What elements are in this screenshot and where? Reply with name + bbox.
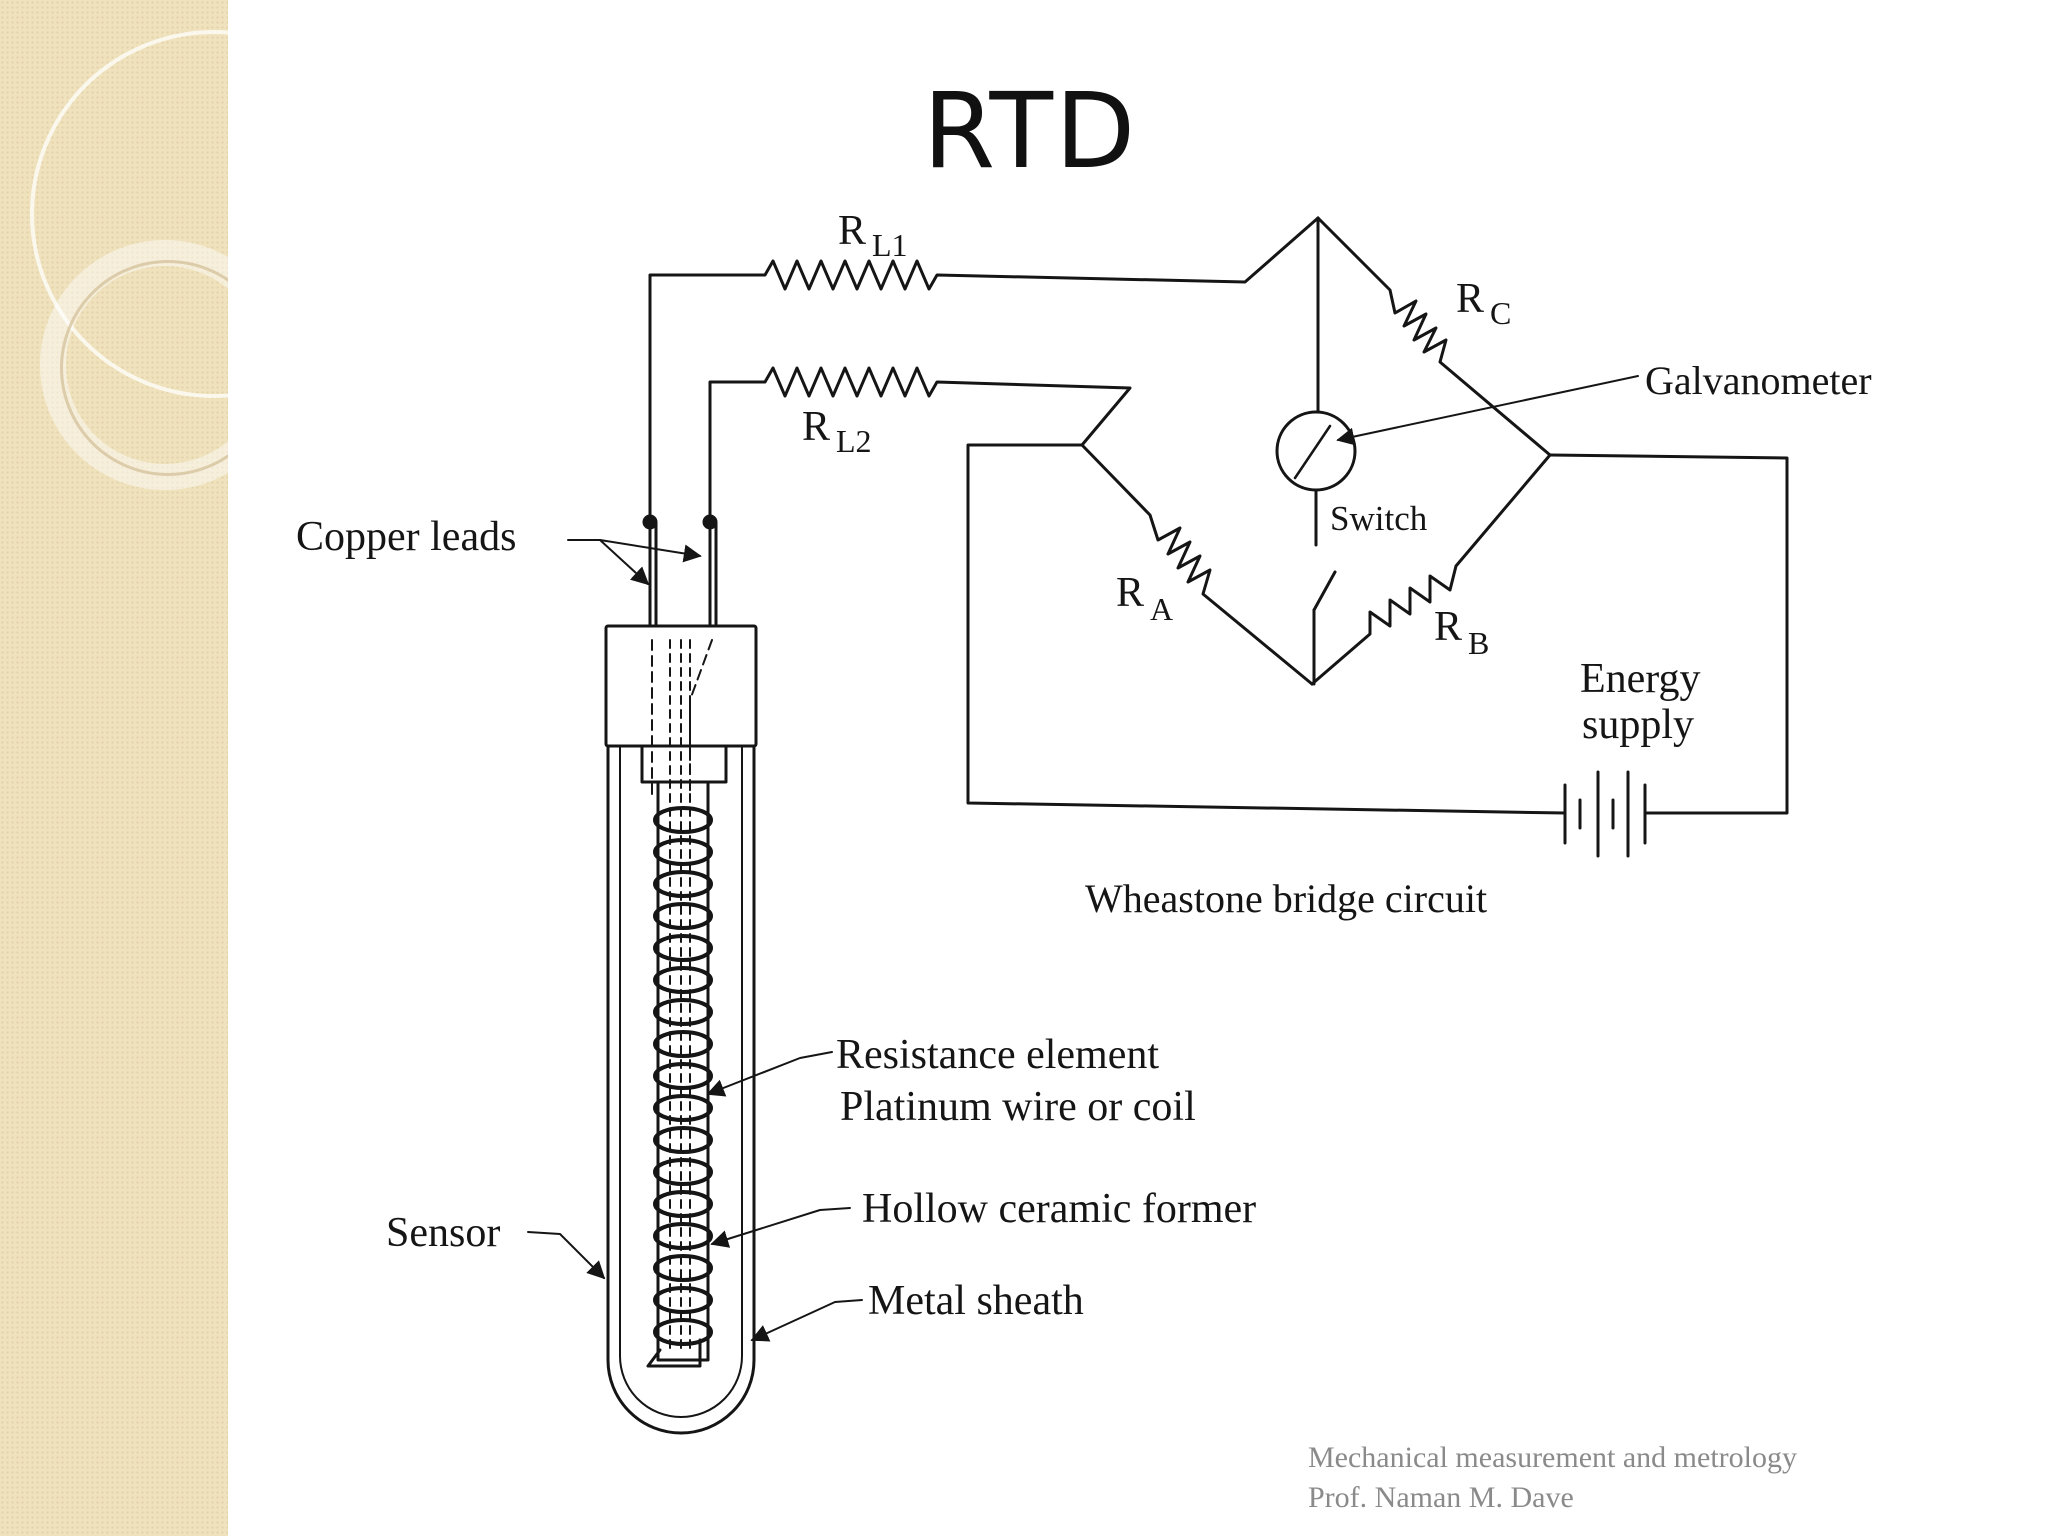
leader-resistance: [706, 1051, 833, 1097]
lead-wire-1: [648, 216, 1320, 524]
leader-former: [710, 1207, 851, 1248]
resistor-rb: [1310, 453, 1552, 686]
label-rb-subscript: B: [1468, 625, 1489, 661]
label-rc-subscript: C: [1490, 295, 1511, 331]
label-resistance-element: Resistance element: [836, 1032, 1159, 1078]
resistance-coil: [653, 806, 713, 1346]
label-switch: Switch: [1330, 499, 1428, 538]
slide-footer: Mechanical measurement and metrology Pro…: [1308, 1438, 1797, 1518]
switch-blade: [1312, 570, 1337, 612]
leader-copper-leads-2: [599, 539, 702, 563]
slide-title: RTD: [922, 70, 1138, 192]
supply-wire-right: [1548, 453, 1789, 815]
label-ra-subscript: A: [1150, 591, 1173, 627]
label-metal-sheath: Metal sheath: [868, 1278, 1084, 1324]
resistor-rc: [1316, 216, 1552, 457]
label-sensor: Sensor: [386, 1210, 500, 1256]
coil-bottom-loop: [646, 1338, 702, 1368]
ceramic-former: [656, 780, 710, 1362]
metal-sheath-inner: [619, 745, 743, 1418]
label-galvanometer: Galvanometer: [1645, 358, 1872, 403]
leader-galvanometer: [1336, 375, 1639, 446]
label-rl2-subscript: L2: [836, 423, 872, 459]
label-r: R: [1456, 276, 1484, 322]
battery: [1563, 770, 1647, 858]
ceramic-former-top: [640, 744, 728, 784]
copper-lead-right: [708, 520, 718, 628]
label-copper-leads: Copper leads: [296, 514, 516, 560]
label-r: R: [1434, 604, 1462, 650]
resistor-ra: [1080, 443, 1314, 686]
decorative-sidebar: [0, 0, 228, 1536]
label-r: R: [802, 404, 830, 450]
footer-course: Mechanical measurement and metrology: [1308, 1441, 1797, 1474]
footer-author: Prof. Naman M. Dave: [1308, 1481, 1574, 1514]
label-r: R: [1116, 570, 1144, 616]
galvanometer: [1275, 410, 1357, 492]
lead-into-sensor: [651, 639, 713, 801]
galvanometer-needle: [1293, 424, 1332, 480]
label-bridge: Wheastone bridge circuit: [1085, 876, 1487, 921]
leader-sheath: [750, 1299, 863, 1342]
label-r: R: [838, 208, 866, 254]
label-hollow-former: Hollow ceramic former: [862, 1186, 1256, 1232]
leader-sensor: [527, 1231, 606, 1280]
label-energy: Energy: [1580, 656, 1701, 702]
metal-sheath-outer: [606, 744, 756, 1435]
label-rl1-subscript: L1: [872, 227, 908, 263]
supply-wire-left: [966, 443, 1567, 815]
lead-wire-2: [708, 366, 1132, 524]
label-supply: supply: [1582, 702, 1694, 748]
label-platinum-wire: Platinum wire or coil: [840, 1084, 1196, 1130]
copper-lead-left: [648, 520, 658, 628]
